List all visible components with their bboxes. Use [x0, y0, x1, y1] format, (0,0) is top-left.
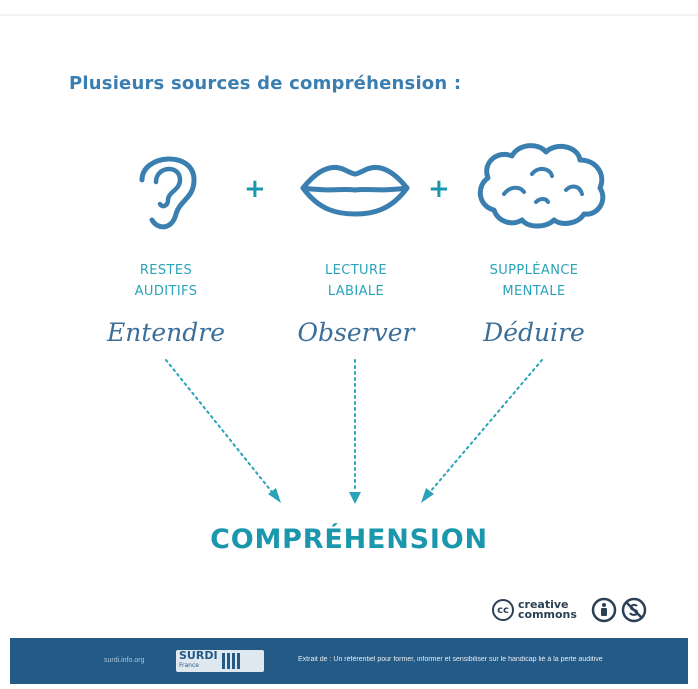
cc-wordmark: creative commons: [518, 598, 577, 621]
footer-site-text[interactable]: surdi.info.org: [104, 657, 145, 664]
ear-icon: [139, 156, 197, 230]
source-label-suppleance-mentale: SUPPLÉANCE MENTALE: [489, 263, 579, 299]
arrow-left-line: [165, 359, 273, 493]
attribution-icon: [591, 597, 617, 623]
arrow-right-line: [429, 359, 543, 493]
arrow-center-head: [349, 492, 361, 504]
source-label-lecture-labiale: LECTURE LABIALE: [324, 263, 388, 299]
verb-observer: Observer: [297, 318, 415, 347]
footer-source-text: Extrait de : Un référentiel pour former,…: [298, 656, 603, 663]
arrow-left-head: [268, 488, 281, 503]
noncommercial-icon: [621, 597, 647, 623]
creative-commons-badge[interactable]: cc creative commons: [492, 596, 647, 624]
source-label-restes-auditifs: RESTES AUDITIFS: [134, 263, 198, 299]
lips-icon: [300, 164, 410, 217]
brain-icon: [477, 143, 606, 229]
logo-pattern-icon: [221, 653, 242, 669]
arrow-right-head: [421, 488, 434, 503]
cc-icon: cc: [492, 599, 514, 621]
footer-bar: surdi.info.org SURDI France Extrait de :…: [10, 638, 688, 684]
plus-operator-1: +: [244, 174, 266, 204]
plus-operator-2: +: [428, 174, 450, 204]
page-title: Plusieurs sources de compréhension :: [69, 73, 462, 94]
result-comprehension: COMPRÉHENSION: [210, 524, 488, 555]
verb-entendre: Entendre: [106, 318, 226, 347]
verb-deduire: Déduire: [483, 318, 585, 347]
surdi-logo[interactable]: SURDI France: [176, 650, 264, 672]
top-divider: [0, 14, 698, 16]
